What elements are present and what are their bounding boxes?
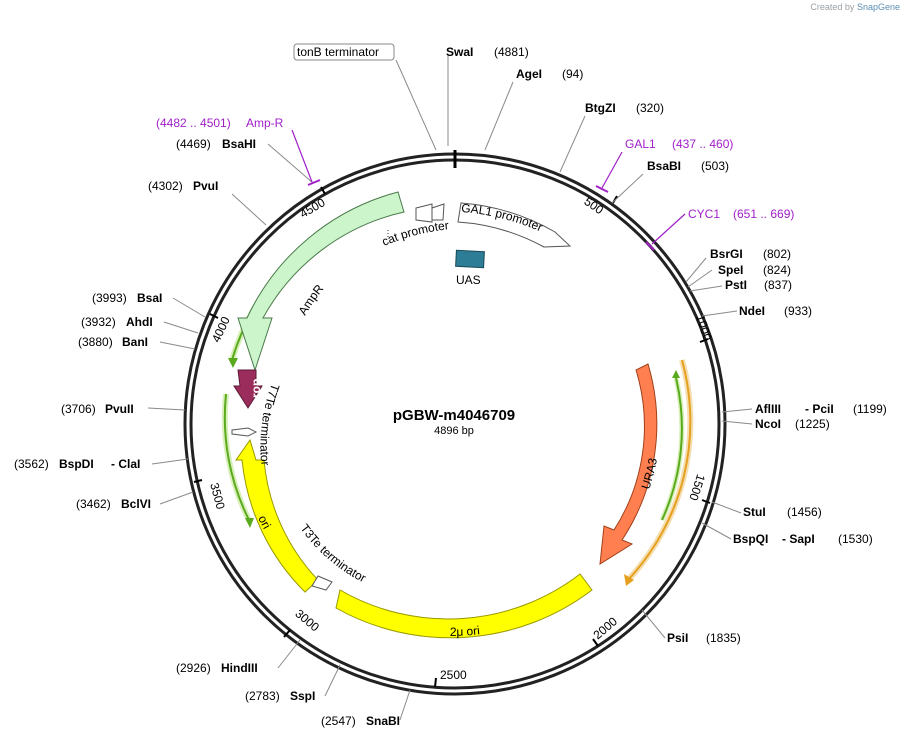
primer-cyc1-range: (651 .. 669) [733, 207, 794, 221]
site-btgzi-name: BtgZI [585, 101, 616, 115]
label-rop: rop [249, 379, 263, 398]
site-snabi-name: SnaBI [366, 714, 400, 728]
restriction-site-labels: SwaI (4881) AgeI (94) BtgZI (320) BsaBI … [14, 45, 887, 728]
site-ahdi-pos: (3932) [81, 315, 116, 329]
label-uas: UAS [456, 273, 481, 287]
feature-labels: tonB terminator GAL1 promoter cat promot… [249, 43, 660, 639]
site-leaders [147, 56, 753, 721]
label-two-micron-ori: 2μ ori [450, 623, 481, 639]
site-pvui-pos: (4302) [148, 179, 183, 193]
tick-1000: 1000 [693, 313, 715, 343]
site-bsabi-name: BsaBI [647, 159, 681, 173]
site-aflIII-name: AflIII [755, 402, 781, 416]
site-ndei-pos: (933) [784, 304, 812, 318]
tick-4500: 4500 [297, 195, 327, 221]
snapgene-credit: Created by SnapGene [810, 2, 900, 12]
tick-2500: 2500 [440, 668, 467, 682]
ori-arrow [235, 438, 319, 593]
site-pvuii-pos: (3706) [61, 402, 96, 416]
site-swai-name: SwaI [446, 45, 473, 59]
site-stui-name: StuI [743, 505, 766, 519]
site-clai-name: - ClaI [111, 457, 140, 471]
site-pcii-pos: (1199) [853, 402, 887, 416]
label-tonb-terminator: tonB terminator [297, 45, 379, 59]
site-psti-name: PstI [725, 278, 747, 292]
site-bsai-pos: (3993) [92, 291, 127, 305]
site-agei-name: AgeI [516, 67, 542, 81]
site-bclvi-pos: (3462) [76, 497, 111, 511]
site-bclvi-name: BclVI [121, 497, 151, 511]
site-agei-pos: (94) [562, 67, 583, 81]
label-cat-promoter: cat promoter [380, 218, 450, 249]
site-hindiii-pos: (2926) [176, 661, 211, 675]
site-sspi-name: SspI [290, 689, 315, 703]
site-ndei-name: NdeI [739, 304, 765, 318]
site-bsrgi-name: BsrGI [710, 247, 743, 261]
site-spei-pos: (824) [763, 263, 791, 277]
site-bani-pos: (3880) [78, 335, 113, 349]
site-snabi-pos: (2547) [321, 714, 356, 728]
site-bsrgi-pos: (802) [763, 247, 791, 261]
site-sapi-name: - SapI [782, 532, 815, 546]
primer-labels: (4482 .. 4501) Amp-R GAL1 (437 .. 460) C… [156, 116, 794, 221]
site-ahdi-name: AhdI [126, 315, 153, 329]
ampr-arrow [237, 191, 405, 372]
site-bspdi-name: BspDI [59, 457, 94, 471]
primer-gal1-name: GAL1 [625, 137, 656, 151]
site-sapi-pos: (1530) [838, 532, 873, 546]
site-bsabi-pos: (503) [701, 159, 729, 173]
site-bani-name: BanI [122, 335, 148, 349]
primer-ampr-name: Amp-R [246, 116, 284, 130]
primer-ampr-range: (4482 .. 4501) [156, 116, 231, 130]
ura3-arrow [599, 363, 658, 565]
site-bsahi-pos: (4469) [176, 137, 211, 151]
two-micron-ori-band [335, 573, 593, 639]
tick-3500: 3500 [207, 481, 228, 511]
primer-marks [291, 129, 686, 251]
uas-block [455, 249, 485, 269]
site-pvuii-name: PvuII [105, 402, 134, 416]
cat-promoter-arrowhead [415, 203, 433, 223]
rop-arrow [233, 369, 263, 409]
coordinate-ticks: 500 1000 1500 2000 2500 3000 3500 4000 4… [193, 186, 715, 688]
site-spei-name: SpeI [718, 263, 743, 277]
site-hindiii-name: HindIII [221, 661, 258, 675]
label-ori: ori [255, 513, 274, 531]
site-ncoi-pos: (1225) [795, 417, 830, 431]
site-psii-name: PsiI [667, 631, 688, 645]
gal1-promoter-arrow [457, 202, 572, 248]
feature-arrows [231, 191, 658, 639]
primer-gal1-range: (437 .. 460) [672, 137, 733, 151]
site-stui-pos: (1456) [787, 505, 822, 519]
site-sspi-pos: (2783) [245, 689, 280, 703]
t3te-mark [311, 575, 333, 591]
site-bspdi-pos: (3562) [14, 457, 49, 471]
site-swai-pos: (4881) [494, 45, 529, 59]
site-bsahi-name: BsaHI [222, 137, 256, 151]
credit-brand: SnapGene [856, 2, 900, 12]
credit-prefix: Created by [810, 2, 855, 12]
site-ncoi-name: NcoI [755, 417, 781, 431]
tick-3000: 3000 [292, 606, 322, 634]
tonb-terminator-mark [431, 203, 445, 221]
tick-2000: 2000 [591, 614, 621, 642]
label-ampr: AmpR [295, 281, 326, 317]
site-pcii-name: - PciI [805, 402, 834, 416]
site-bsai-name: BsaI [137, 291, 162, 305]
site-psti-pos: (837) [764, 278, 792, 292]
tick-1500: 1500 [686, 473, 708, 503]
plasmid-length: 4896 bp [434, 425, 474, 437]
site-btgzi-pos: (320) [636, 101, 664, 115]
site-psii-pos: (1835) [706, 631, 741, 645]
plasmid-name: pGBW-m4046709 [393, 407, 515, 424]
primer-cyc1-name: CYC1 [688, 207, 720, 221]
t7te-mark [231, 427, 258, 437]
site-bspqi-name: BspQI [733, 532, 768, 546]
site-pvui-name: PvuI [193, 179, 218, 193]
